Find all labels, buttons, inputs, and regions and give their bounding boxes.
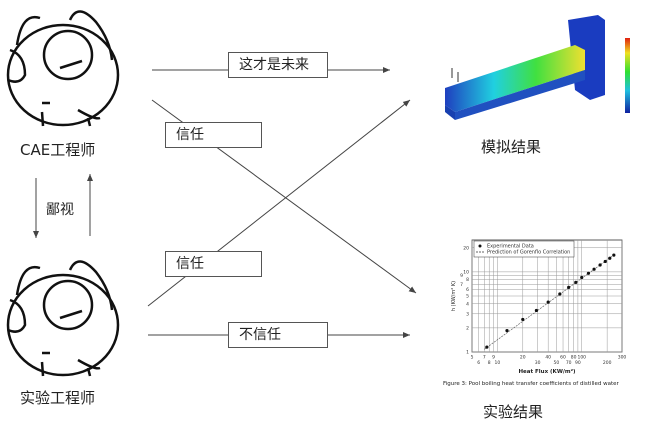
test-engineer-label: 实验工程师 <box>20 389 96 407</box>
data-point <box>608 256 612 260</box>
legend-marker <box>478 244 482 248</box>
experiment-result-label: 实验结果 <box>483 403 544 421</box>
legend-entry: Experimental Data <box>487 244 534 250</box>
x-tick-label: 90 <box>575 360 581 366</box>
x-tick-label: 20 <box>520 355 526 361</box>
correlation-line <box>484 253 616 350</box>
x-tick-label: 40 <box>545 355 551 361</box>
simulation-result-label: 模拟结果 <box>481 138 542 156</box>
y-tick-label: 4 <box>466 301 469 307</box>
data-point <box>586 271 591 275</box>
x-axis-label: Heat Flux (KW/m²) <box>518 368 576 375</box>
experiment-result-chart: 5678910203040506070809010020030012345678… <box>443 239 627 387</box>
data-point <box>521 317 525 322</box>
x-tick-label: 30 <box>535 360 541 366</box>
x-tick-label: 300 <box>618 355 627 361</box>
data-point <box>580 275 584 280</box>
data-point <box>612 253 616 257</box>
data-point <box>603 259 607 264</box>
trust-label-bottom: 信任 <box>165 251 262 277</box>
x-tick-label: 5 <box>471 355 474 361</box>
cae-engineer-label: CAE工程师 <box>20 141 96 159</box>
y-tick-label: 10 <box>463 269 469 275</box>
x-tick-label: 8 <box>488 360 491 366</box>
y-tick-label: 3 <box>466 311 469 317</box>
y-tick-label: 5 <box>466 294 469 300</box>
y-axis-label: h (KW/m² K) <box>451 281 457 311</box>
data-point <box>534 308 539 313</box>
chart-caption: Figure 3: Pool boiling heat transfer coe… <box>443 381 620 387</box>
simulation-result-image <box>445 15 630 120</box>
y-tick-label: 7 <box>460 282 463 288</box>
x-tick-label: 100 <box>577 355 586 361</box>
x-tick-label: 60 <box>560 355 566 361</box>
data-point <box>567 285 571 290</box>
x-tick-label: 200 <box>603 360 612 366</box>
y-tick-label: 2 <box>466 325 469 331</box>
disdain-label: 鄙视 <box>46 202 74 218</box>
x-tick-label: 6 <box>477 360 480 366</box>
data-point <box>558 292 562 296</box>
data-point <box>598 263 602 267</box>
data-point <box>574 280 578 284</box>
y-tick-label: 20 <box>463 245 469 251</box>
data-point <box>546 300 550 304</box>
legend-entry: Prediction of Gorenflo Correlation <box>487 250 570 256</box>
future-label: 这才是未来 <box>228 52 328 78</box>
y-tick-label: 1 <box>466 350 469 356</box>
legend-box <box>473 240 575 258</box>
y-tick-label: 9 <box>460 273 463 279</box>
x-tick-label: 9 <box>492 355 495 361</box>
x-tick-label: 70 <box>566 360 572 366</box>
y-tick-label: 8 <box>466 277 469 283</box>
cae-engineer-cartoon <box>6 10 120 127</box>
x-tick-label: 7 <box>483 355 486 361</box>
distrust-label: 不信任 <box>228 322 328 348</box>
y-tick-label: 6 <box>466 287 469 293</box>
trust-label-top: 信任 <box>165 122 262 148</box>
x-tick-label: 10 <box>495 360 501 366</box>
x-tick-label: 80 <box>571 355 577 361</box>
data-point <box>505 328 509 333</box>
test-engineer-cartoon <box>6 260 120 377</box>
data-point <box>485 345 489 349</box>
x-tick-label: 50 <box>553 360 559 366</box>
data-point <box>592 267 596 271</box>
